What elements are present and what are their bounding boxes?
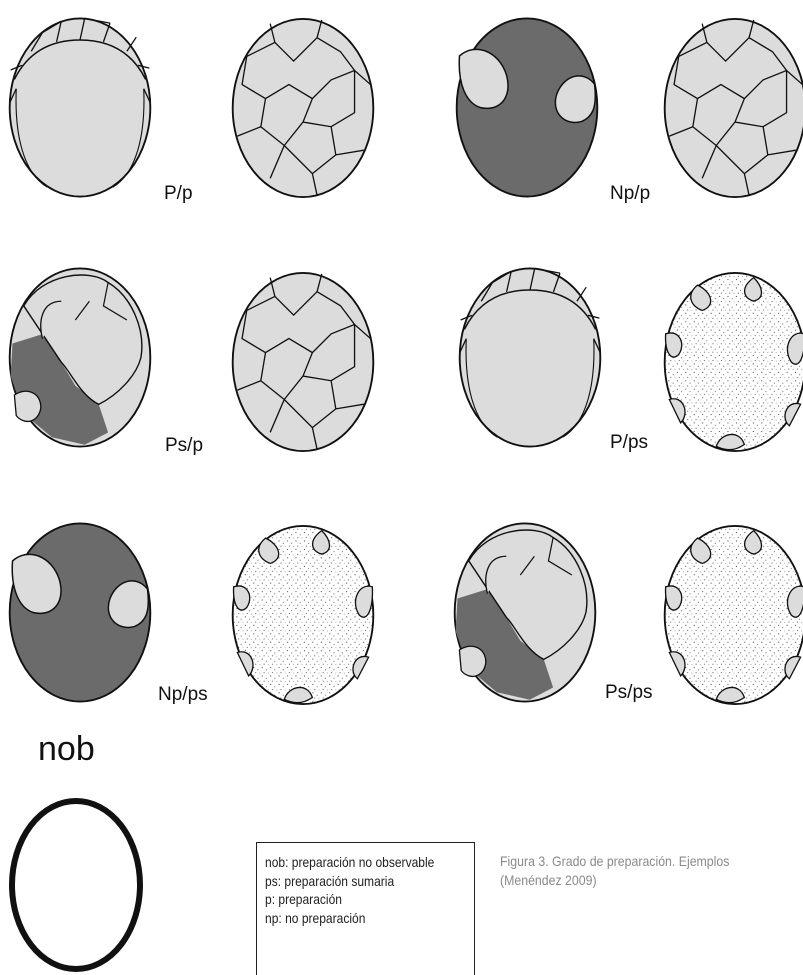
legend-box: nob: preparación no observable ps: prepa… <box>256 842 475 975</box>
label-Ps-p: Ps/p <box>165 435 203 457</box>
legend-item: np: no preparación <box>265 909 445 928</box>
sample-Np-p-platform <box>665 19 803 197</box>
sample-Ps-ps-platform <box>665 526 803 704</box>
sample-Ps-p-striking <box>10 268 151 446</box>
sample-P-p-striking <box>10 18 151 196</box>
label-Ps-ps: Ps/ps <box>605 682 653 704</box>
legend-item: p: preparación <box>265 890 445 909</box>
label-Np-p: Np/p <box>610 183 650 205</box>
label-Np-ps: Np/ps <box>158 684 208 706</box>
sample-Np-p-striking <box>457 18 598 196</box>
sample-P-p-platform <box>233 19 374 197</box>
sample-P-ps-striking <box>460 268 601 446</box>
caption-line: Figura 3. Grado de preparación. Ejemplos <box>500 852 764 871</box>
caption-line: (Menéndez 2009) <box>500 871 764 890</box>
nob-heading: nob <box>38 730 95 769</box>
sample-Ps-ps-striking <box>455 523 596 701</box>
sample-Np-ps-platform <box>233 526 374 704</box>
sample-P-ps-platform <box>665 273 803 451</box>
sample-nob <box>12 801 140 969</box>
label-P-ps: P/ps <box>610 432 648 454</box>
figure-caption: Figura 3. Grado de preparación. Ejemplos… <box>500 852 764 890</box>
sample-Ps-p-platform <box>233 273 374 451</box>
legend-item: ps: preparación sumaria <box>265 872 445 891</box>
legend-item: nob: preparación no observable <box>265 853 445 872</box>
sample-Np-ps-striking <box>10 523 151 701</box>
label-P-p: P/p <box>164 183 193 205</box>
